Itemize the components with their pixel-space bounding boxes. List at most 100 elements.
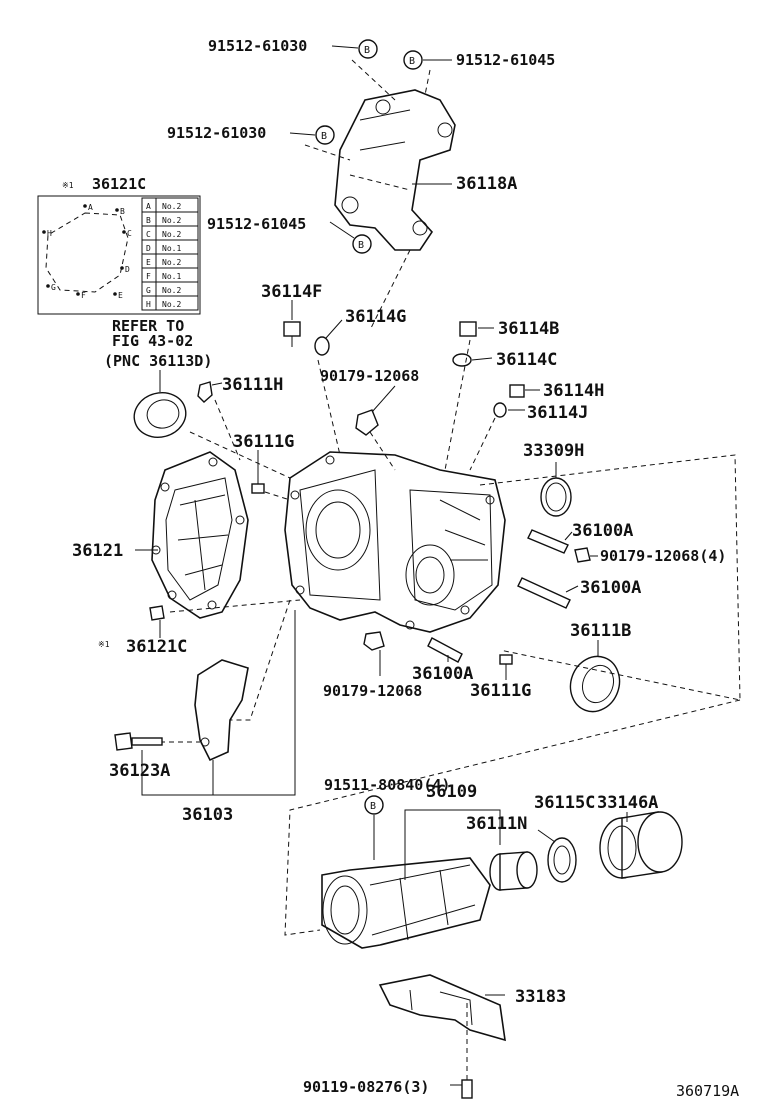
label-91512-61045-mid: 91512-61045 bbox=[207, 215, 306, 233]
lower-leaders bbox=[373, 809, 628, 1086]
inset-table-key: A bbox=[146, 202, 151, 211]
nut-90179-a bbox=[355, 409, 379, 436]
inset-table-value: No.2 bbox=[162, 216, 181, 225]
inset-table-value: No.2 bbox=[162, 286, 181, 295]
bracket-33183 bbox=[378, 974, 506, 1099]
b-marker-2-text: B bbox=[409, 56, 415, 67]
label-36114j: 36114J bbox=[527, 403, 588, 423]
inset-point-label: G bbox=[51, 283, 56, 292]
inset-point-label: F bbox=[81, 291, 86, 300]
pin-36111g-bottom bbox=[499, 654, 513, 665]
label-36114g: 36114G bbox=[345, 307, 406, 327]
inset-point-dot bbox=[76, 292, 80, 296]
b-marker-3-text: B bbox=[321, 131, 327, 142]
label-91512-61030-mid: 91512-61030 bbox=[167, 124, 266, 142]
cover-33146a bbox=[599, 811, 683, 879]
other-leaders bbox=[135, 300, 599, 680]
inset-title: 36121C bbox=[92, 175, 146, 193]
label-36100a-1: 36100A bbox=[572, 521, 633, 541]
label-36121: 36121 bbox=[72, 541, 123, 561]
inset-bolt-pattern bbox=[45, 212, 129, 293]
label-36111n: 36111N bbox=[466, 814, 527, 834]
b-marker-group: B B B B B bbox=[315, 39, 423, 815]
label-36100a-2: 36100A bbox=[580, 578, 641, 598]
label-91512-61045-top: 91512-61045 bbox=[456, 51, 555, 69]
label-33309h: 33309H bbox=[523, 441, 584, 461]
cover-36121 bbox=[151, 451, 249, 619]
inset-table-key: F bbox=[146, 272, 151, 281]
label-36111b: 36111B bbox=[570, 621, 631, 641]
plug-36114h bbox=[509, 384, 525, 398]
transfer-case-main bbox=[284, 451, 506, 633]
b-marker-2 bbox=[403, 50, 423, 70]
bolt-36123a bbox=[114, 732, 163, 751]
gasket-36114g bbox=[314, 336, 330, 356]
b-marker-1-text: B bbox=[364, 45, 370, 56]
inset-point-label: E bbox=[118, 291, 123, 300]
bracket-hole-bottom-right bbox=[412, 220, 428, 236]
label-91511-80840: 91511-80840(4) bbox=[324, 776, 450, 794]
label-90179-12068-b: 90179-12068 bbox=[323, 682, 422, 700]
inset-frame bbox=[37, 195, 201, 315]
inset-point-dot bbox=[46, 284, 50, 288]
inset-table-key: C bbox=[146, 230, 151, 239]
nut-90179-4 bbox=[574, 547, 591, 563]
label-33183: 33183 bbox=[515, 987, 566, 1007]
bracket-36103 bbox=[160, 659, 249, 762]
gasket-36114j bbox=[493, 402, 507, 418]
label-36115c: 36115C bbox=[534, 793, 595, 813]
label-36121c-bottom: 36121C bbox=[126, 637, 187, 657]
label-90179-12068-4: 90179-12068(4) bbox=[600, 547, 726, 565]
label-33146a: 33146A bbox=[597, 793, 658, 813]
inset-point-label: B bbox=[120, 207, 125, 216]
small-bolts-top bbox=[197, 321, 525, 494]
b-marker-3 bbox=[315, 125, 335, 145]
label-36118a: 36118A bbox=[456, 174, 517, 194]
inset-point-dot bbox=[122, 230, 126, 234]
inset-table-value: No.2 bbox=[162, 202, 181, 211]
refer-line-3: (PNC 36113D) bbox=[104, 352, 212, 370]
b-marker-5 bbox=[364, 795, 384, 815]
plug-36114f bbox=[283, 321, 301, 337]
label-36111g-bottom: 36111G bbox=[470, 681, 531, 701]
inset-point-label: H bbox=[47, 229, 52, 238]
label-36103: 36103 bbox=[182, 805, 233, 825]
seal-36111b bbox=[569, 655, 621, 713]
bolt-90119 bbox=[461, 1079, 473, 1099]
bolt-36121c bbox=[149, 605, 165, 621]
bracket-ribs bbox=[359, 109, 411, 151]
seal-36115c bbox=[547, 837, 577, 883]
label-36111h: 36111H bbox=[222, 375, 283, 395]
asterisk-mark: ※1 bbox=[98, 640, 110, 649]
refer-line-1: REFER TO bbox=[112, 317, 184, 335]
inset-asterisk: ※1 bbox=[62, 181, 74, 190]
inset-table-value: No.1 bbox=[162, 272, 181, 281]
inset-table-key: G bbox=[146, 286, 151, 295]
label-90119-08276: 90119-08276(3) bbox=[303, 1078, 429, 1096]
pin-36111g-top bbox=[251, 483, 265, 494]
bracket-hole-top-left bbox=[375, 99, 391, 115]
refer-note: REFER TO FIG 43-02 (PNC 36113D) bbox=[104, 317, 212, 392]
bracket-36118a-group bbox=[334, 89, 456, 251]
inset-table-value: No.2 bbox=[162, 258, 181, 267]
label-36114f: 36114F bbox=[261, 282, 322, 302]
label-91512-61030-top: 91512-61030 bbox=[208, 37, 307, 55]
inset-table-key: B bbox=[146, 216, 151, 225]
label-36123a: 36123A bbox=[109, 761, 170, 781]
studs-36100a bbox=[363, 529, 591, 665]
b-marker-1 bbox=[358, 39, 378, 59]
leader-36103 bbox=[141, 610, 296, 796]
label-36114h: 36114H bbox=[543, 381, 604, 401]
label-36114c: 36114C bbox=[496, 350, 557, 370]
inset-point-dot bbox=[120, 266, 124, 270]
label-36111g-top: 36111G bbox=[233, 432, 294, 452]
plug-36114b bbox=[459, 321, 477, 337]
extension-housing-36109 bbox=[321, 857, 491, 949]
label-36114b: 36114B bbox=[498, 319, 559, 339]
oil-seal-left bbox=[133, 392, 187, 438]
inset-table-value: No.2 bbox=[162, 230, 181, 239]
inset-table-key: D bbox=[146, 244, 151, 253]
